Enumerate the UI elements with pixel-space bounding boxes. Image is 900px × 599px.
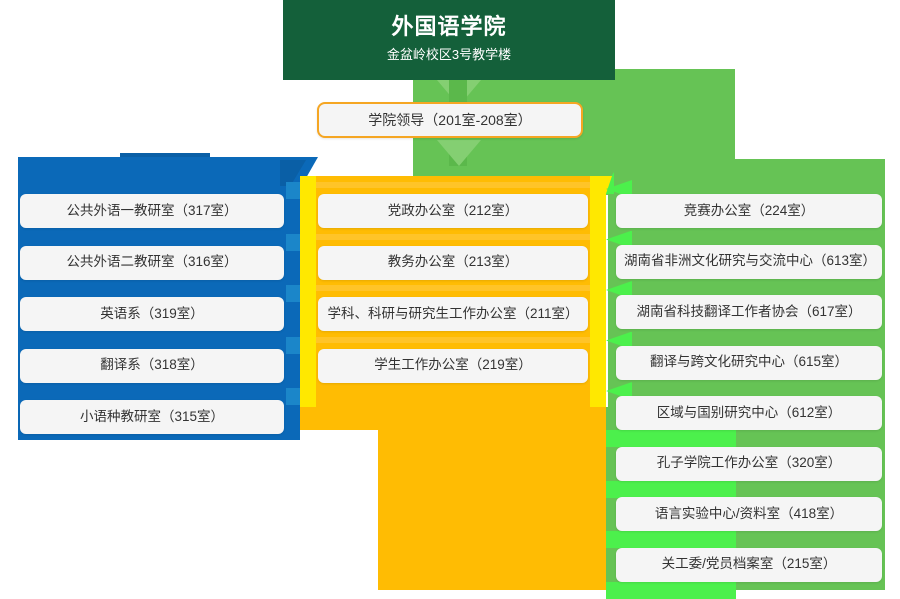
card-office-3[interactable]: 学科、科研与研究生工作办公室（211室） [318, 297, 588, 331]
card-office-2[interactable]: 教务办公室（213室） [318, 245, 588, 280]
card-department-2[interactable]: 公共外语二教研室（316室） [20, 245, 284, 280]
card-center-2[interactable]: 湖南省非洲文化研究与交流中心（613室） [616, 244, 882, 279]
yellow-accent-left [300, 176, 316, 407]
card-center-5[interactable]: 区域与国别研究中心（612室） [616, 396, 882, 430]
card-center-7[interactable]: 语言实验中心/资料室（418室） [616, 497, 882, 531]
green-bright-band-strip [606, 430, 736, 447]
card-department-5[interactable]: 小语种教研室（315室） [20, 400, 284, 434]
blue-column-notch [120, 153, 210, 159]
card-office-4[interactable]: 学生工作办公室（219室） [318, 348, 588, 383]
orange-band-strip [316, 336, 590, 343]
blue-tab-strip [286, 182, 300, 199]
card-department-1[interactable]: 公共外语一教研室（317室） [20, 194, 284, 228]
card-department-4[interactable]: 翻译系（318室） [20, 348, 284, 383]
card-department-3[interactable]: 英语系（319室） [20, 297, 284, 331]
orange-column-step [300, 407, 378, 430]
card-center-1[interactable]: 竞赛办公室（224室） [616, 194, 882, 228]
orange-band-strip [316, 233, 590, 240]
orange-band-strip [316, 285, 590, 291]
card-center-6[interactable]: 孔子学院工作办公室（320室） [616, 446, 882, 481]
green-bright-band-strip [606, 480, 736, 498]
header-subtitle: 金盆岭校区3号教学楼 [386, 47, 512, 62]
orange-band-strip [316, 182, 590, 188]
blue-tab-strip [286, 233, 300, 251]
orange-column-lower [378, 407, 606, 590]
card-center-3[interactable]: 湖南省科技翻译工作者协会（617室） [616, 295, 882, 329]
green-bright-band-strip [606, 581, 736, 599]
college-header: 外国语学院 金盆岭校区3号教学楼 [283, 0, 615, 80]
blue-tab-strip [286, 336, 300, 354]
page-title: 外国语学院 [391, 14, 507, 39]
green-bright-band-strip [606, 531, 736, 548]
card-center-4[interactable]: 翻译与跨文化研究中心（615室） [616, 345, 882, 380]
blue-tab-strip [286, 388, 300, 405]
card-center-8[interactable]: 关工委/党员档案室（215室） [616, 547, 882, 582]
card-office-1[interactable]: 党政办公室（212室） [318, 194, 588, 228]
connector-stem [449, 80, 467, 102]
yellow-accent-right [590, 176, 606, 407]
leadership-card[interactable]: 学院领导（201室-208室） [317, 102, 583, 138]
blue-tab-strip [286, 285, 300, 302]
